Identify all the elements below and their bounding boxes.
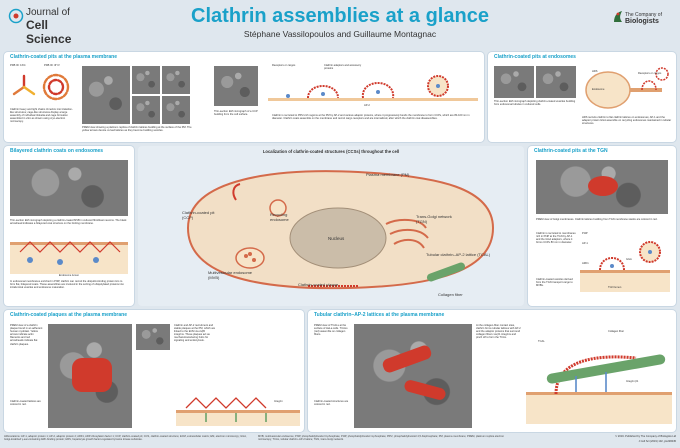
endosome-em-image-2[interactable] [536,66,576,98]
footer-abbreviations-2: MVB, multivesicular endosome; PI3P, phos… [258,435,505,442]
journal-name-line1: Journal of [26,7,70,18]
gga-label: GGA [626,258,632,261]
pi4p-label: PI4P [582,232,588,235]
em-ccp-image[interactable] [214,66,258,106]
panel-endosome-ccp: Clathrin-coated pits at endosomes Thin-s… [488,52,676,142]
publisher-logo-icon [614,11,622,22]
pdb-label-2: PDB ID: 3IYV [44,64,60,67]
plaque-highlight [72,358,112,392]
panel-pm-ccp: Clathrin-coated pits at the plasma membr… [4,52,484,142]
ccp-budding-schematic [268,75,478,101]
panel-bilayered-title: Bilayered clathrin coats on endosomes [10,148,104,154]
citation: J Cell Sci (2019) 132, jcs228445 [638,440,676,443]
tcal-prem-image[interactable] [354,324,472,428]
endo-text-1: Thin-section EM micrograph depicting cla… [494,100,576,107]
footer-abbreviations: Abbreviations: AP-1, adaptor protein 1; … [4,435,247,442]
authors: Stéphane Vassilopoulos and Guillaume Mon… [243,29,437,39]
bilayered-endosome-label: Endosome lumen [58,274,80,277]
plasma-membrane-label: Plasma membrane (PM) [366,172,410,177]
prem-image-pm[interactable] [82,66,130,124]
tgn-lumen-label: TGN lumen [608,286,622,289]
tgn-label: Trans-Golgi network (TGN) [416,214,452,224]
prem-image-pm-3[interactable] [162,66,190,94]
plaque-schematic [176,397,300,426]
tcal-text-1: PREM view of TCALs at the surface of HeL… [314,324,348,337]
bilayered-text-1: Thin-section EM micrograph depicting a c… [10,219,127,226]
endo-receptors-label: Receptors or cargos [638,72,662,75]
cell-diagram [186,170,495,290]
ccp-label: Clathrin-coated pit (CCP) [182,210,215,220]
pm-text-3: Thin-section EM micrograph of a CCP budd… [214,110,258,117]
receptors-label: Receptors or cargos [272,64,296,67]
tcal-text-3: At the collagen-fiber contact sites, cla… [476,324,521,340]
endosome-schematic [585,67,669,109]
prem-image-pm-4[interactable] [132,96,160,124]
pm-text-2: PREM view showing a platinum replica of … [82,126,192,133]
panel-tcal: Tubular clathrin–AP-2 lattices at the pl… [308,310,676,432]
nucleus-label: Nucleus [328,236,345,241]
tcal-integrin-label: Integrin β1 [626,380,639,383]
panel-plaques: Clathrin-coated plaques at the plasma me… [4,310,304,432]
endosome-label: Endosome [592,88,605,91]
panel-bilayered: Bilayered clathrin coats on endosomes Th… [4,146,134,306]
journal-name-line2: Cell Science [26,18,72,46]
tgn-text-1: PREM view of Golgi membranes. Clathrin l… [536,218,658,221]
tcal-schematic [526,354,672,424]
plaque-inset-image[interactable] [136,324,170,350]
ap1-label: AP-1 [582,242,588,245]
collagen-label: Collagen fiber [438,292,463,297]
journal-logo-icon [8,8,24,24]
prem-image-pm-5[interactable] [162,96,190,124]
endosome-em-image[interactable] [494,66,534,98]
tgn-clathrin-highlight [588,176,618,196]
endo-text-2: HRS recruits clathrin to flat clathrin l… [582,116,672,126]
bilayered-schematic [10,241,128,274]
panel-pm-ccp-title: Clathrin-coated pits at the plasma membr… [10,54,117,60]
pm-text-4: Clathrin is recruited to PIP2-rich regio… [272,114,470,121]
page-title: Clathrin assemblies at a glance [191,5,489,27]
prem-image-pm-2[interactable] [132,66,160,94]
tcal-label-text: TCAL [538,340,545,343]
panel-endosome-title: Clathrin-coated pits at endosomes [494,54,576,60]
plaque-label: Clathrin-coated plaque [298,282,339,287]
publisher-line1: The Company of [625,12,662,18]
panel-tcal-title: Tubular clathrin–AP-2 lattices at the pl… [314,312,445,318]
hrs-label: HRS [592,70,598,73]
tcal-label: Tubular clathrin–AP-2 lattice (TCAL) [426,252,491,257]
panel-plaques-title: Clathrin-coated plaques at the plasma me… [10,312,127,318]
publisher-line2: Biologists [625,18,659,25]
panel-tgn: Clathrin-coated pits at the TGN PREM vie… [528,146,676,306]
plaque-text-1: PREM view of a clathrin plaque found in … [10,324,43,346]
plaque-text-3: Clathrin-coated lattices are colored in … [10,400,41,407]
pdb-label-1: PDB ID: 1XI4 [10,64,26,67]
copyright: © 2019. Published by The Company of Biol… [615,435,676,438]
panel-cell: Localization of clathrin-coated structur… [138,146,524,306]
publisher-logo[interactable]: The Company of Biologists [612,6,676,34]
plaque-integrin-label: Integrin [274,400,283,403]
pm-text-1: Clathrin heavy and light chains trimeriz… [10,108,73,124]
clathrin-adaptors-label: Clathrin adaptors and accessory proteins [324,64,362,71]
triskelion-structures [12,73,70,101]
tgn-text-2: Clathrin is recruited to membranes rich … [536,232,576,245]
tgn-text-3: Clathrin-coated vesicles derived from th… [536,278,573,288]
tcal-collagen-label: Collagen fiber [608,330,625,333]
panel-tgn-title: Clathrin-coated pits at the TGN [534,148,608,154]
cell-title: Localization of clathrin-coated structur… [262,149,400,154]
ap2-label: AP-2 [364,104,370,107]
journal-logo[interactable]: Journal of Cell Science [8,5,88,46]
bilayered-em-image[interactable] [10,160,128,216]
recycling-endosome-label: Recycling endosome [270,212,289,222]
tgn-schematic [580,241,670,292]
tcal-text-2: Clathrin-coated structures are colored i… [314,400,349,407]
mvb-label: Multivesicular endosome (MVB) [208,270,253,280]
plaque-text-2: Clathrin and AP-2 recruitment and stable… [174,324,216,343]
bilayered-text-2: In endosomal membranes enriched in PI3P,… [10,280,124,290]
arf1-label: ARF1 [582,262,589,265]
